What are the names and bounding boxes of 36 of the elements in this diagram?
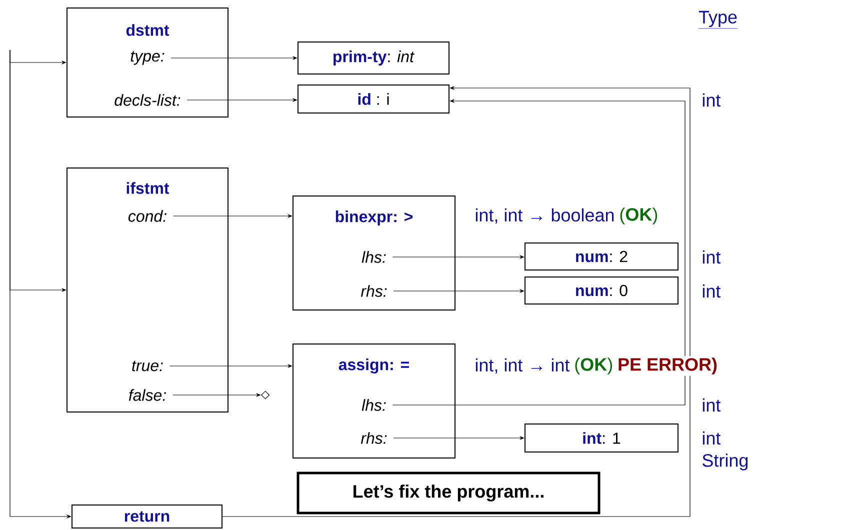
type-annotation: (OK) bbox=[618, 206, 660, 226]
field-label: false: bbox=[128, 389, 166, 401]
type-annotation: String bbox=[700, 452, 750, 472]
field-label: type: bbox=[130, 51, 164, 65]
ast-node-box: num: 0 bbox=[524, 276, 678, 304]
ast-node-box: num: 2 bbox=[524, 242, 678, 270]
ast-node-box: Let’s fix the program... bbox=[296, 472, 600, 514]
ast-node-box bbox=[292, 196, 456, 310]
ast-node-box: int: 1 bbox=[524, 424, 678, 452]
ast-node-box bbox=[66, 8, 228, 118]
field-label: cond: bbox=[128, 210, 166, 222]
type-annotation: (OK) bbox=[572, 356, 615, 376]
node-heading: ifstmt bbox=[126, 182, 170, 194]
node-heading: assign: = bbox=[338, 358, 409, 374]
type-annotation: int, int → boolean bbox=[473, 206, 616, 226]
field-label: lhs: bbox=[362, 251, 386, 263]
field-label: rhs: bbox=[360, 285, 387, 297]
type-annotation: PE ERROR) bbox=[616, 356, 720, 376]
ast-node-box: prim-ty: int bbox=[298, 42, 450, 74]
field-label: lhs: bbox=[362, 399, 386, 411]
type-annotation: int bbox=[700, 430, 722, 446]
field-label: true: bbox=[132, 360, 163, 372]
type-annotation: int bbox=[700, 92, 722, 108]
type-annotation: int bbox=[700, 248, 722, 266]
node-heading: binexpr: > bbox=[336, 210, 413, 226]
ast-node-box bbox=[66, 168, 228, 412]
type-annotation: int bbox=[700, 396, 722, 414]
ast-node-box: return bbox=[72, 504, 222, 528]
type-heading: Type bbox=[697, 9, 740, 31]
type-annotation: int, int → int bbox=[473, 356, 572, 376]
field-label: decls-list: bbox=[114, 94, 180, 106]
field-label: rhs: bbox=[360, 432, 387, 444]
ast-node-box bbox=[292, 344, 456, 458]
ast-node-box: id : i bbox=[298, 84, 450, 114]
node-heading: dstmt bbox=[126, 24, 170, 36]
type-annotation: int bbox=[700, 282, 722, 300]
